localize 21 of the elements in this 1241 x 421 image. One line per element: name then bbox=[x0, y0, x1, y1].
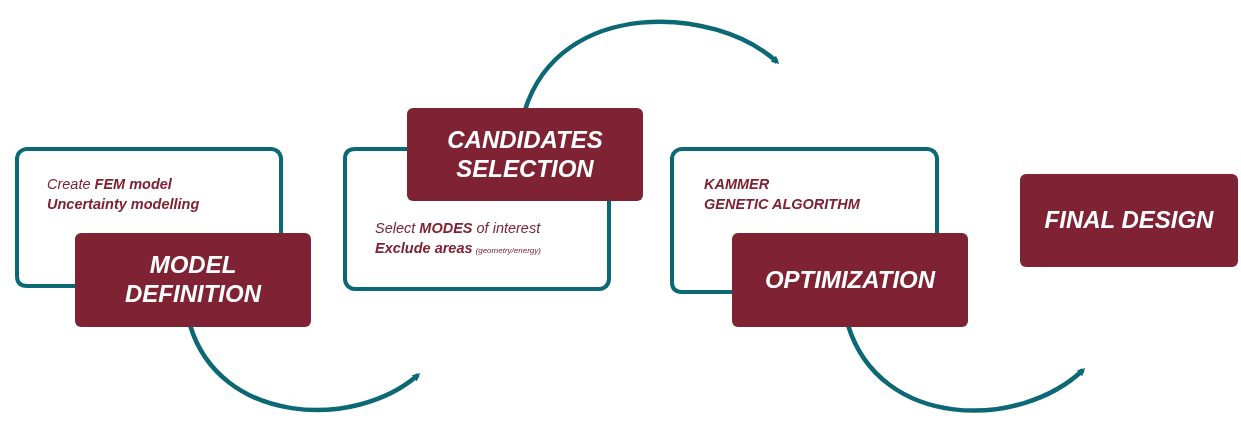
description-text: Create FEM model bbox=[47, 176, 172, 192]
stage-title: OPTIMIZATION bbox=[763, 265, 937, 295]
description-text: Exclude areas bbox=[375, 239, 473, 256]
description-text: KAMMER bbox=[704, 176, 770, 192]
stage-box bbox=[732, 233, 968, 327]
curved-arrow bbox=[187, 324, 421, 413]
stage-box bbox=[407, 108, 643, 201]
stage-title: MODEL DEFINITION bbox=[124, 251, 263, 309]
curved-arrow bbox=[845, 324, 1086, 413]
stage-title: FINAL DESIGN bbox=[1043, 206, 1215, 235]
stage-title: CANDIDATES SELECTION bbox=[446, 125, 604, 184]
stage-box bbox=[75, 233, 311, 327]
text-card bbox=[670, 147, 939, 233]
description-text: Select MODES of interest bbox=[375, 220, 541, 236]
text-card bbox=[343, 201, 611, 291]
stage-box bbox=[1020, 174, 1238, 267]
curved-arrow bbox=[522, 19, 780, 111]
note-text: (geometry/energy) bbox=[475, 245, 541, 255]
description-text: GENETIC ALGORITHM bbox=[704, 195, 860, 212]
text-card bbox=[15, 147, 283, 233]
description-text: Uncertainty modelling bbox=[47, 195, 200, 212]
